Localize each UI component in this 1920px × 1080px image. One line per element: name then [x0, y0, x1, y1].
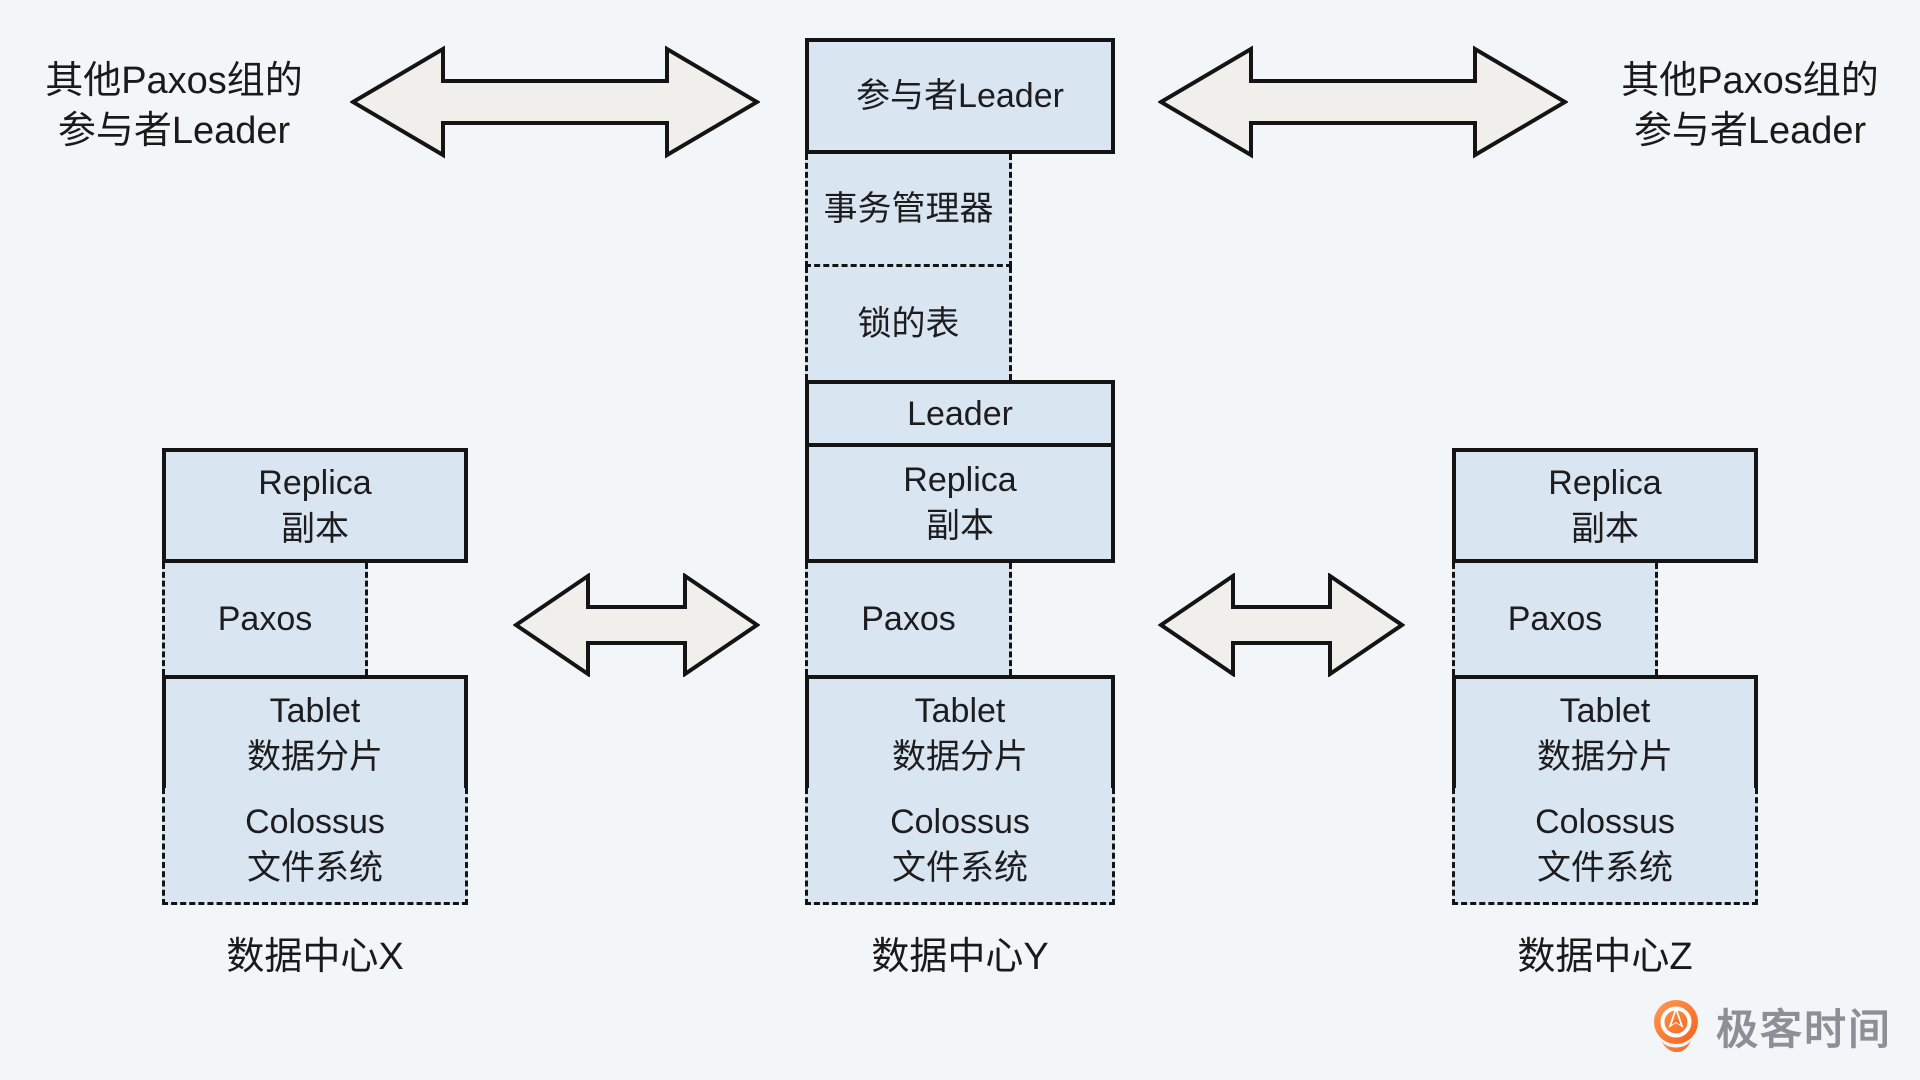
tablet-label-en: Tablet — [269, 691, 361, 730]
datacenter-label-y: 数据中心Y — [871, 936, 1049, 978]
replica-label-en: Replica — [903, 461, 1017, 499]
geektime-logo-icon — [1654, 1000, 1698, 1052]
other-paxos-label-left: 其他Paxos组的 参与者Leader — [28, 56, 320, 156]
tablet-label-en: Tablet — [1559, 691, 1651, 730]
participant-leader-box: 参与者Leader — [805, 38, 1115, 154]
paxos-label: Paxos — [217, 600, 313, 638]
lock-table-box: 锁的表 — [805, 267, 1012, 380]
replica-box-x: Replica 副本 — [162, 448, 468, 563]
replica-label-en: Replica — [258, 463, 372, 502]
colossus-box-y: Colossus 文件系统 — [805, 788, 1115, 905]
tablet-label-cn: 数据分片 — [892, 737, 1028, 776]
replica-label-cn: 副本 — [926, 507, 994, 545]
replica-box-z: Replica 副本 — [1452, 448, 1758, 563]
tablet-box-z: Tablet 数据分片 — [1452, 675, 1758, 792]
leader-label: Leader — [907, 394, 1013, 433]
transaction-manager-box: 事务管理器 — [805, 154, 1012, 267]
tablet-label-cn: 数据分片 — [247, 737, 383, 776]
datacenter-label-z: 数据中心Z — [1517, 936, 1693, 978]
colossus-box-z: Colossus 文件系统 — [1452, 788, 1758, 905]
paxos-label: Paxos — [861, 600, 956, 638]
replica-label-cn: 副本 — [281, 509, 349, 548]
tablet-box-x: Tablet 数据分片 — [162, 675, 468, 792]
colossus-label-cn: 文件系统 — [1537, 849, 1673, 887]
colossus-label-en: Colossus — [890, 803, 1030, 841]
colossus-label-en: Colossus — [1535, 803, 1675, 841]
replica-label-en: Replica — [1548, 463, 1662, 502]
other-paxos-label-right-line1: 其他Paxos组的 — [1621, 60, 1879, 102]
datacenter-label-x: 数据中心X — [226, 936, 404, 978]
leader-box: Leader — [805, 380, 1115, 447]
tablet-label-en: Tablet — [914, 691, 1006, 730]
colossus-label-cn: 文件系统 — [247, 849, 383, 887]
transaction-manager-label: 事务管理器 — [823, 190, 994, 228]
tablet-label-cn: 数据分片 — [1537, 737, 1673, 776]
double-arrow-icon — [513, 573, 760, 677]
colossus-box-x: Colossus 文件系统 — [162, 788, 468, 905]
lock-table-label: 锁的表 — [857, 304, 960, 343]
paxos-box-y: Paxos — [805, 563, 1012, 675]
geektime-brand-text: 极客时间 — [1716, 1006, 1893, 1053]
double-arrow-icon — [1158, 573, 1405, 677]
other-paxos-label-right: 其他Paxos组的 参与者Leader — [1600, 56, 1900, 156]
participant-leader-label: 参与者Leader — [856, 77, 1064, 115]
other-paxos-label-left-line2: 参与者Leader — [57, 110, 291, 152]
replica-box-y: Replica 副本 — [805, 443, 1115, 563]
other-paxos-label-left-line1: 其他Paxos组的 — [45, 60, 303, 102]
other-paxos-label-right-line2: 参与者Leader — [1633, 110, 1867, 152]
paxos-box-z: Paxos — [1452, 563, 1658, 675]
replica-label-cn: 副本 — [1571, 509, 1639, 548]
double-arrow-icon — [350, 45, 760, 159]
double-arrow-icon — [1158, 45, 1568, 159]
paxos-box-x: Paxos — [162, 563, 368, 675]
colossus-label-cn: 文件系统 — [892, 849, 1028, 887]
colossus-label-en: Colossus — [245, 803, 385, 841]
tablet-box-y: Tablet 数据分片 — [805, 675, 1115, 792]
geektime-watermark: 极客时间 — [1652, 998, 1892, 1062]
paxos-label: Paxos — [1507, 600, 1603, 638]
